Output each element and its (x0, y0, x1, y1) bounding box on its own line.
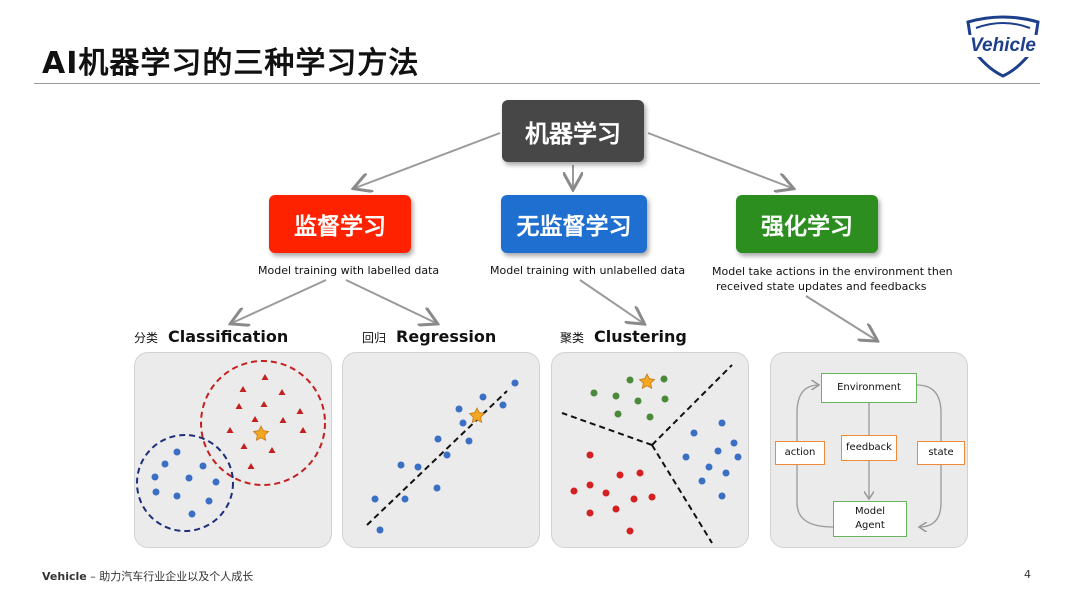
arrow-clustering (579, 279, 643, 323)
arrow-root-supervised (355, 132, 501, 188)
query-star (468, 407, 486, 424)
regression-en: Regression (396, 327, 497, 346)
action-box: action (775, 441, 825, 465)
arrow-rl (805, 295, 876, 340)
section-clustering: 聚类 Clustering (560, 327, 687, 346)
green-points (590, 375, 669, 421)
regression-cn: 回归 (362, 331, 387, 345)
environment-box: Environment (821, 373, 917, 403)
supervised-node: 监督学习 (269, 195, 411, 253)
regression-points (371, 379, 519, 534)
blue-cluster-boundary (136, 434, 234, 532)
page-number: 4 (1024, 568, 1031, 581)
agent-box: Model Agent (833, 501, 907, 537)
regression-plot (366, 379, 519, 534)
blue-points (682, 419, 742, 500)
clustering-cn: 聚类 (560, 331, 585, 345)
arrow-root-reinforcement (647, 132, 792, 188)
rl-panel: Environment feedback action state Model … (770, 352, 968, 548)
clustering-panel (551, 352, 749, 548)
root-node: 机器学习 (502, 100, 644, 162)
unsupervised-desc: Model training with unlabelled data (490, 264, 686, 277)
section-classification: 分类 Classification (134, 327, 288, 346)
classification-plot (136, 360, 326, 532)
footer-brand: Vehicle (42, 570, 87, 583)
agent-line-2: Agent (855, 520, 885, 531)
section-regression: 回归 Regression (362, 327, 496, 346)
arrow-regression (345, 279, 436, 323)
classification-panel (134, 352, 332, 548)
regression-panel (342, 352, 540, 548)
red-points (570, 451, 656, 535)
arrow-classification (232, 279, 327, 323)
reinforcement-desc-2: received state updates and feedbacks (716, 280, 927, 293)
clustering-plot (561, 364, 742, 544)
classification-en: Classification (168, 327, 289, 346)
title-divider (34, 83, 1040, 84)
reinforcement-node: 强化学习 (736, 195, 878, 253)
red-cluster-boundary (200, 360, 326, 486)
footer: Vehicle – 助力汽车行业企业以及个人成长 (42, 568, 253, 584)
query-star (638, 373, 656, 390)
logo-text: Vehicle (962, 35, 1044, 57)
classification-cn: 分类 (134, 331, 159, 345)
agent-line-1: Model (854, 506, 886, 517)
red-triangles (226, 374, 307, 469)
slide-title: AI机器学习的三种学习方法 (42, 46, 420, 81)
blue-points (151, 448, 220, 518)
unsupervised-node: 无监督学习 (501, 195, 647, 253)
query-star (252, 425, 270, 442)
state-box: state (917, 441, 965, 465)
supervised-desc: Model training with labelled data (258, 264, 440, 277)
cluster-boundaries (561, 364, 733, 544)
feedback-box: feedback (841, 435, 897, 461)
regression-line (366, 390, 508, 526)
reinforcement-desc-1: Model take actions in the environment th… (712, 265, 953, 278)
vehicle-logo: Ve Vehicle (962, 14, 1044, 80)
footer-text: – 助力汽车行业企业以及个人成长 (86, 570, 254, 583)
clustering-en: Clustering (594, 327, 687, 346)
